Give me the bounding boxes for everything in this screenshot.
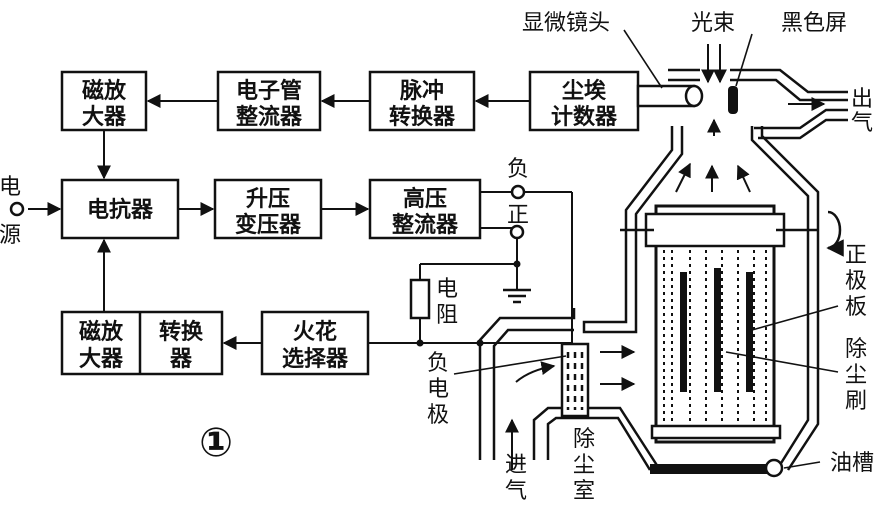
pulse-conv-line1: 脉冲: [399, 79, 444, 104]
inlet-label-2: 气: [505, 479, 527, 504]
reactor-label: 电抗器: [87, 197, 154, 223]
block-tube-rectifier: 电子管 整流器: [216, 70, 322, 132]
pos-terminal-node: [509, 224, 525, 240]
mag-amp-top-line2: 大器: [82, 105, 127, 130]
neg-electrode-label-1: 负: [427, 351, 449, 376]
spark-sel-line1: 火花: [293, 319, 337, 345]
dust-brush-label-1: 除: [845, 337, 867, 362]
block-spark-selector: 火花 选择器: [260, 310, 370, 376]
pulse-conv-line2: 转换器: [389, 104, 456, 130]
neg-terminal-label: 负: [507, 157, 529, 182]
dust-chamber: [478, 308, 662, 471]
negative-electrode: [560, 342, 590, 418]
signal-flow-arrows: [28, 94, 530, 350]
spark-sel-line2: 选择器: [282, 346, 349, 372]
resistor: [409, 278, 431, 320]
dust-brush-label-2: 尘: [845, 363, 867, 388]
block-step-up-transformer: 升压 变压器: [213, 178, 323, 240]
resistor-label-1: 电: [436, 277, 458, 302]
dust-counter-line2: 计数器: [551, 104, 618, 130]
converter-line1: 转换: [159, 319, 204, 345]
resistor-label-2: 阻: [436, 303, 458, 328]
junction-dot-1: [513, 260, 521, 268]
ground-symbol: [503, 288, 531, 304]
step-up-line2: 变压器: [235, 212, 302, 238]
dust-chamber-label-1: 除: [573, 427, 595, 452]
dust-counter-line1: 尘埃: [562, 78, 607, 104]
power-source-label-1: 电: [0, 175, 21, 200]
outlet-label-2: 气: [851, 111, 873, 136]
oil-tank: [650, 458, 784, 478]
step-up-line1: 升压: [246, 187, 290, 212]
dust-chamber-label-3: 室: [573, 479, 595, 504]
black-screen: [728, 86, 738, 114]
power-source-terminal: [9, 201, 25, 217]
dust-brush-label-3: 刷: [845, 389, 867, 414]
neg-electrode-label-2: 电: [427, 377, 449, 402]
mag-amp-top-line1: 磁放: [82, 78, 127, 104]
tube-rect-line2: 整流器: [236, 104, 303, 130]
block-mag-amp-top: 磁放 大器: [60, 70, 148, 132]
inlet-label-1: 进: [505, 453, 527, 478]
block-reactor: 电抗器: [60, 178, 180, 240]
light-beam-label: 光束: [691, 11, 735, 36]
tube-rect-line1: 电子管: [236, 78, 302, 104]
block-pulse-converter: 脉冲 转换器: [368, 70, 476, 132]
microscope-tube: [636, 84, 704, 108]
pos-plate-label-1: 正: [845, 243, 867, 268]
neg-terminal-node: [510, 184, 526, 200]
hv-rect-line1: 高压: [403, 186, 447, 212]
mag-amp-bottom-line2: 大器: [79, 347, 124, 372]
power-source-label-2: 源: [0, 223, 21, 248]
dust-chamber-label-2: 尘: [573, 453, 595, 478]
leader-lines: [453, 29, 839, 469]
airflow-arrows: [505, 44, 826, 470]
junction-dot-2: [416, 339, 424, 347]
block-dust-counter: 尘埃 计数器: [528, 70, 640, 132]
block-mag-amp-converter: 磁放 大器 转换 器: [60, 310, 224, 376]
pos-plate-label-3: 板: [845, 295, 867, 320]
converter-line2: 器: [169, 347, 193, 372]
black-screen-label: 黑色屏: [781, 11, 847, 36]
figure-number: ①: [199, 420, 233, 466]
neg-electrode-label-3: 极: [427, 403, 449, 428]
mag-amp-bottom-line1: 磁放: [79, 319, 124, 345]
pos-plate-label-2: 极: [845, 269, 867, 294]
oil-tank-label: 油槽: [830, 451, 874, 476]
outlet-label-1: 出: [851, 87, 873, 112]
microscope-label: 显微镜头: [522, 11, 610, 36]
pos-terminal-label: 正: [507, 203, 529, 228]
block-hv-rectifier: 高压 整流器: [368, 178, 482, 240]
hv-rect-line2: 整流器: [392, 212, 459, 238]
